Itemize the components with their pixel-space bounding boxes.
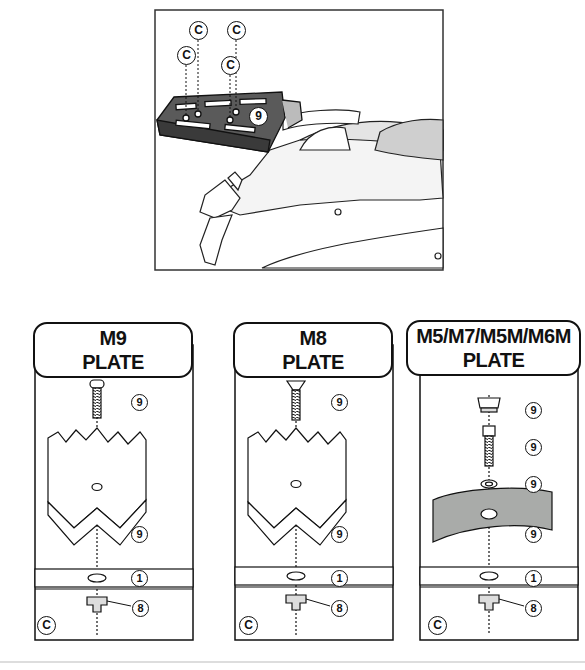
callout-number: C bbox=[239, 616, 258, 635]
callout-number: C bbox=[37, 616, 56, 635]
callout-number: 9 bbox=[525, 526, 542, 543]
callout-number: 9 bbox=[131, 394, 148, 411]
callout-number: 1 bbox=[131, 570, 148, 587]
callout-number: 9 bbox=[525, 439, 542, 456]
plate-header: M5/M7/M5M/M6M PLATE bbox=[406, 320, 581, 376]
frame bbox=[155, 10, 443, 270]
rule bbox=[0, 662, 585, 663]
m8-assembly bbox=[235, 381, 393, 635]
callout-number: 9 bbox=[525, 476, 542, 493]
m9-assembly bbox=[35, 380, 193, 635]
callout-number: C bbox=[177, 46, 196, 65]
callout-number: 1 bbox=[331, 570, 348, 587]
callout-number: 9 bbox=[249, 107, 268, 126]
callout-number: 8 bbox=[132, 600, 149, 617]
plate-title: M5/M7/M5M/M6M PLATE bbox=[410, 324, 578, 372]
plate-title: M8 PLATE bbox=[273, 326, 353, 374]
callout-number: 9 bbox=[131, 526, 148, 543]
plate-title: M9 PLATE bbox=[73, 326, 153, 374]
callout-number: C bbox=[227, 21, 246, 40]
callout-number: 9 bbox=[331, 394, 348, 411]
m5-assembly bbox=[420, 395, 578, 635]
callout-leaders bbox=[107, 599, 524, 606]
callout-number: 8 bbox=[331, 600, 348, 617]
callout-number: 9 bbox=[331, 526, 348, 543]
callout-number: C bbox=[428, 616, 447, 635]
panel-outlines bbox=[35, 345, 578, 640]
callout-number: 8 bbox=[525, 600, 542, 617]
callout-number: C bbox=[221, 56, 240, 75]
callout-number: 9 bbox=[525, 402, 542, 419]
plate-header: M8 PLATE bbox=[233, 322, 393, 378]
callout-number: C bbox=[189, 21, 208, 40]
callout-number: 1 bbox=[525, 570, 542, 587]
plate-header: M9 PLATE bbox=[33, 322, 193, 378]
